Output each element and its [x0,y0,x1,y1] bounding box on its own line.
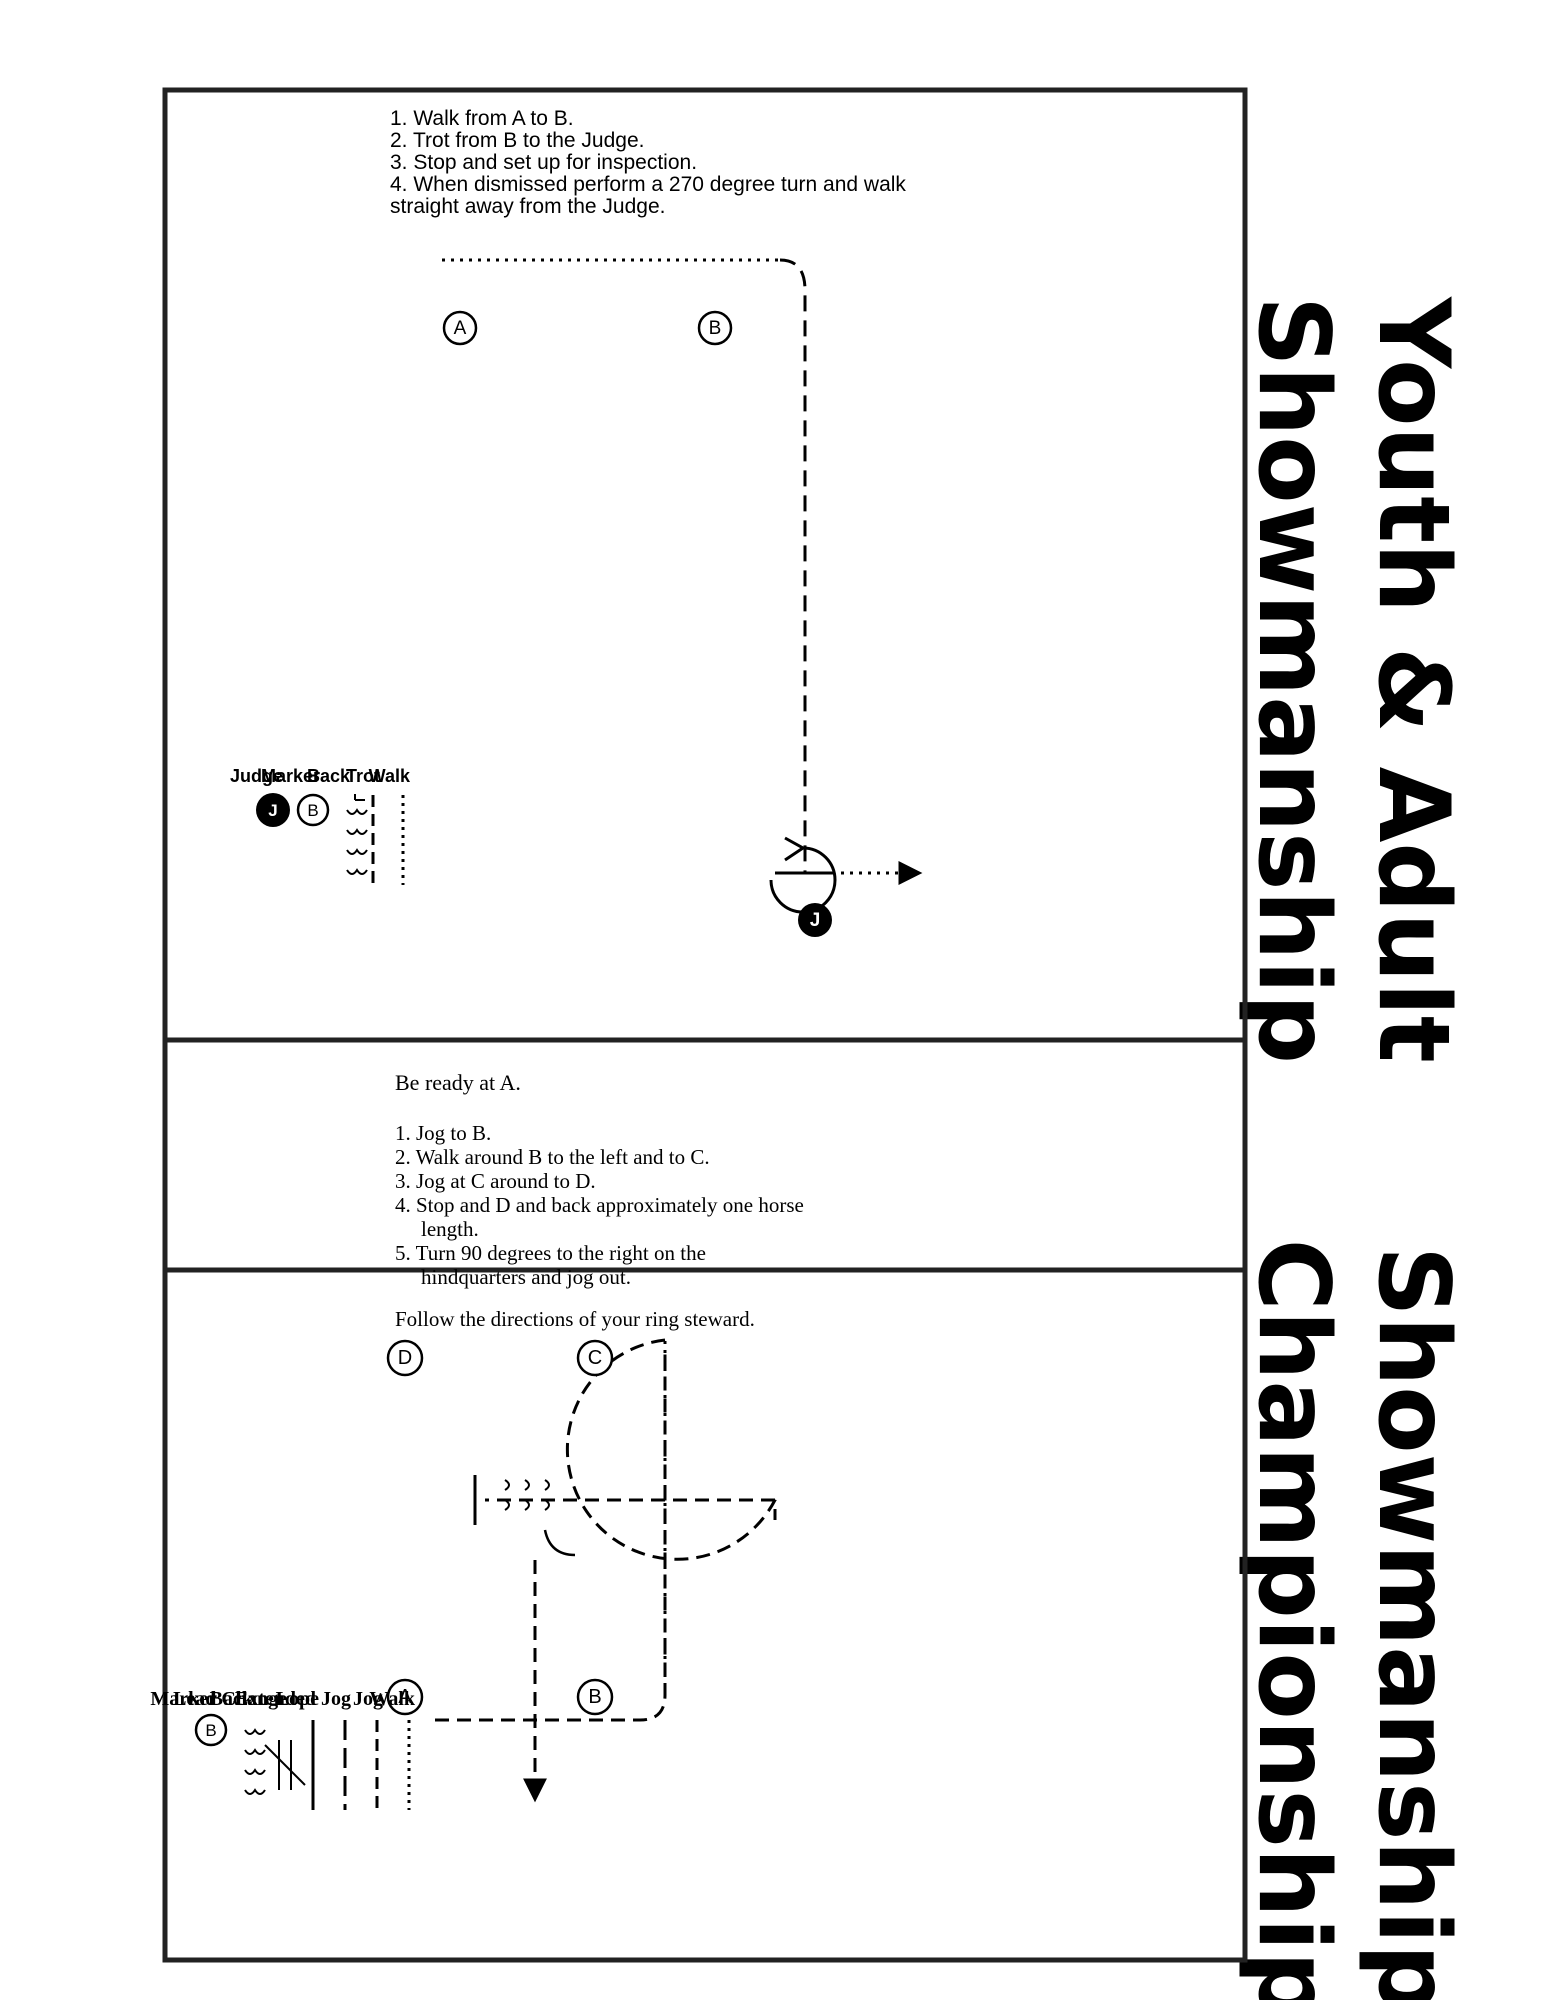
pattern1-legend-back: Back [307,766,351,786]
pattern2-turn-arc [543,1529,576,1557]
pattern2-legend-marker: Marker [150,1688,217,1710]
pattern2-marker-b-label: B [588,1686,601,1708]
right-title-line2: Championship [1236,1239,1350,2000]
pattern1-legend-marker: Marker [261,766,320,786]
pattern2-marker-b: B [576,1678,614,1716]
pattern2-back-marks [504,1479,550,1511]
pattern2-legend-lead-change-symbol [264,1740,306,1790]
pattern1-legend: Walk Trot Back Marker B Judge J [230,766,411,885]
pattern1-turn-arc [769,846,837,914]
pattern2-legend-back-symbol [244,1728,266,1795]
pattern1-turn-arrowhead [784,836,806,862]
pattern2-step-5-cont: hindquarters and jog out. [421,1265,631,1289]
pattern1-step-3: 3. Stop and set up for inspection. [390,151,697,174]
pattern1-legend-marker-letter: B [307,801,318,820]
pattern1-legend-judge: Judge [230,766,283,786]
pattern1-judge: J [798,903,832,937]
pattern2-instructions: Be ready at A. 1. Jog to B. 2. Walk arou… [395,1070,804,1331]
pattern1-step-4: 4. When dismissed perform a 270 degree t… [390,173,906,196]
pattern2-ready: Be ready at A. [395,1070,521,1095]
pattern2-legend-extended-jog: Extended Jog [235,1688,351,1710]
pattern2-jog-path-ab [435,1350,667,1722]
pattern1-legend-walk: Walk [369,766,411,786]
pattern1-legend-back-symbol [346,794,368,875]
pattern1-marker-b: B [697,310,733,346]
pattern2-marker-d-label: D [398,1347,412,1369]
left-title-line1: Youth & Adult [1356,296,1470,1063]
left-title-line2: Showmanship [1236,296,1350,1064]
pattern1-judge-label: J [810,910,821,931]
pattern2-step-1: 1. Jog to B. [395,1121,491,1145]
pattern1-step-1: 1. Walk from A to B. [390,107,574,130]
pattern1-marker-b-label: B [709,318,722,339]
pattern2-legend-marker-letter: B [205,1721,216,1740]
pattern1-panel: A B J 1. Walk from A to B. 2. Trot from … [162,87,1248,1273]
pattern2-legend: Walk Jog Extended Jog Lope Lead Change B… [150,1688,416,1810]
pattern2-legend-marker-symbol [194,1713,228,1747]
pattern1-trot-path [779,258,807,873]
pattern2-step-4: 4. Stop and D and back approximately one… [395,1193,804,1217]
pattern2-marker-a-label: A [398,1686,412,1708]
pattern2-marker-d: D [386,1339,424,1377]
pattern1-marker-a: A [442,310,478,346]
pattern2-marker-a: A [386,1678,424,1716]
pattern1-step-2: 2. Trot from B to the Judge. [390,129,644,152]
pattern2-legend-jog: Jog [353,1688,383,1710]
pattern2-step-4-cont: length. [421,1217,479,1241]
pattern2-step-2: 2. Walk around B to the left and to C. [395,1145,710,1169]
pattern1-legend-trot: Trot [346,766,380,786]
pattern1-frame [162,87,1248,1273]
pattern2-marker-c-label: C [588,1347,602,1369]
pattern2-footer: Follow the directions of your ring stewa… [395,1307,755,1331]
pattern2-step-3: 3. Jog at C around to D. [395,1169,596,1193]
pattern1-instructions: 1. Walk from A to B. 2. Trot from B to t… [390,107,906,218]
pattern2-legend-lope: Lope [276,1688,319,1710]
pattern2-legend-lead-change: Lead Change [173,1688,287,1710]
pattern2-legend-back: Back [210,1688,254,1710]
pattern2-panel: A B C D Be ready at A. 1. Jog to B. 2. W… [150,1037,1248,1963]
pattern1-legend-judge-symbol [256,793,290,827]
pattern1-legend-marker-symbol [296,793,330,827]
pattern2-legend-walk: Walk [369,1688,415,1710]
pattern2-step-5: 5. Turn 90 degrees to the right on the [395,1241,706,1265]
pattern2-marker-c: C [576,1339,614,1377]
pattern1-marker-a-label: A [454,318,467,339]
pattern1-legend-judge-letter: J [268,801,277,820]
pattern2-frame [162,1037,1248,1963]
right-title-line1: Showmanship [1356,1246,1470,2000]
pattern1-step-5: straight away from the Judge. [390,195,665,218]
